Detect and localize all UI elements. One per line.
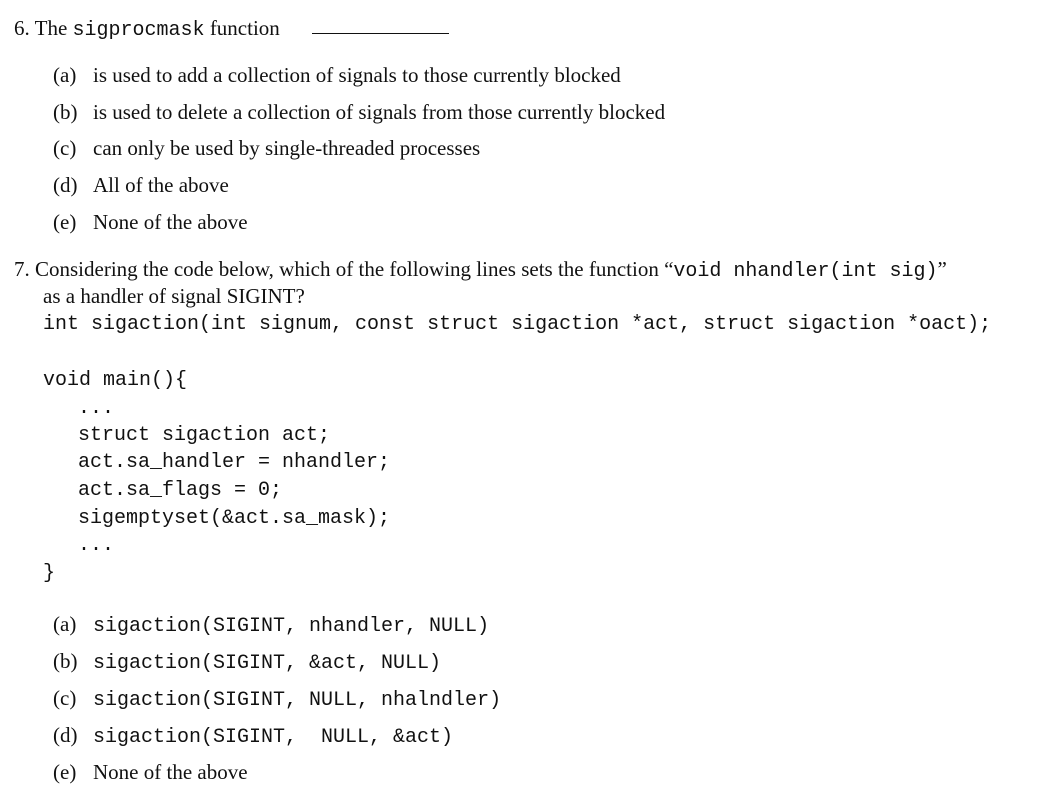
- q6-option-b: (b)is used to delete a collection of sig…: [53, 100, 666, 124]
- code-line: act.sa_flags = 0;: [78, 479, 283, 502]
- code-line: }: [43, 562, 56, 585]
- q7-option-e: (e)None of the above: [53, 760, 248, 784]
- q6-option-e: (e)None of the above: [53, 210, 248, 234]
- code-line: ...: [78, 397, 115, 420]
- code-line: struct sigaction act;: [78, 424, 331, 447]
- question-6-stem: 6. The sigprocmask function: [14, 16, 280, 42]
- code-line: ...: [78, 534, 115, 557]
- q7-option-a: (a)sigaction(SIGINT, nhandler, NULL): [53, 612, 490, 638]
- code-line: sigemptyset(&act.sa_mask);: [78, 507, 391, 530]
- question-number: 7.: [14, 257, 30, 281]
- question-number: 6.: [14, 16, 30, 40]
- sigaction-prototype: int sigaction(int signum, const struct s…: [43, 313, 992, 336]
- inline-code: sigprocmask: [72, 19, 205, 42]
- question-7-stem: 7. Considering the code below, which of …: [14, 257, 947, 283]
- q6-option-d: (d)All of the above: [53, 173, 229, 197]
- q6-option-c: (c)can only be used by single-threaded p…: [53, 136, 481, 160]
- q7-option-c: (c)sigaction(SIGINT, NULL, nhalndler): [53, 686, 502, 712]
- question-7-stem-line2: as a handler of signal SIGINT?: [43, 284, 305, 308]
- q7-option-b: (b)sigaction(SIGINT, &act, NULL): [53, 649, 442, 675]
- inline-code: void nhandler(int sig): [673, 260, 938, 283]
- q6-option-a: (a)is used to add a collection of signal…: [53, 63, 621, 87]
- answer-blank: [312, 33, 449, 34]
- code-line: void main(){: [43, 369, 188, 392]
- code-line: act.sa_handler = nhandler;: [78, 451, 391, 474]
- q7-option-d: (d)sigaction(SIGINT, NULL, &act): [53, 723, 454, 749]
